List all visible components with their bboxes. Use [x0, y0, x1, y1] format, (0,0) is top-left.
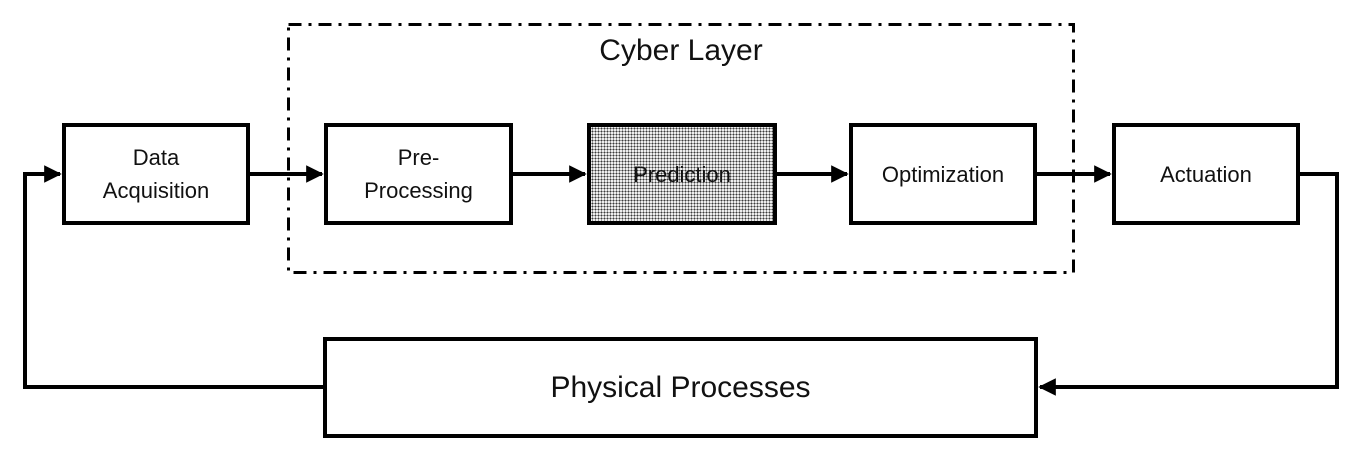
node-label: Optimization: [881, 161, 1005, 187]
node-label: Data Acquisition: [102, 145, 210, 203]
node-actuation: Actuation: [1112, 123, 1300, 225]
node-data-acquisition: Data Acquisition: [62, 123, 250, 225]
node-prediction: Prediction: [587, 123, 777, 225]
node-label: Actuation: [1160, 161, 1252, 187]
arrow-actuation-to-physical-processes: [1038, 172, 1339, 396]
node-pre-processing: Pre- Processing: [324, 123, 513, 225]
cyber-layer-boundary: [287, 23, 1075, 274]
cyber-layer-title: Cyber Layer: [599, 34, 763, 67]
node-label: Prediction: [633, 161, 731, 187]
node-label: Physical Processes: [550, 370, 811, 404]
node-optimization: Optimization: [849, 123, 1037, 225]
node-label: Pre- Processing: [364, 145, 473, 203]
node-physical-processes: Physical Processes: [323, 337, 1038, 438]
arrow-physical-processes-to-data-acquisition: [23, 165, 323, 389]
